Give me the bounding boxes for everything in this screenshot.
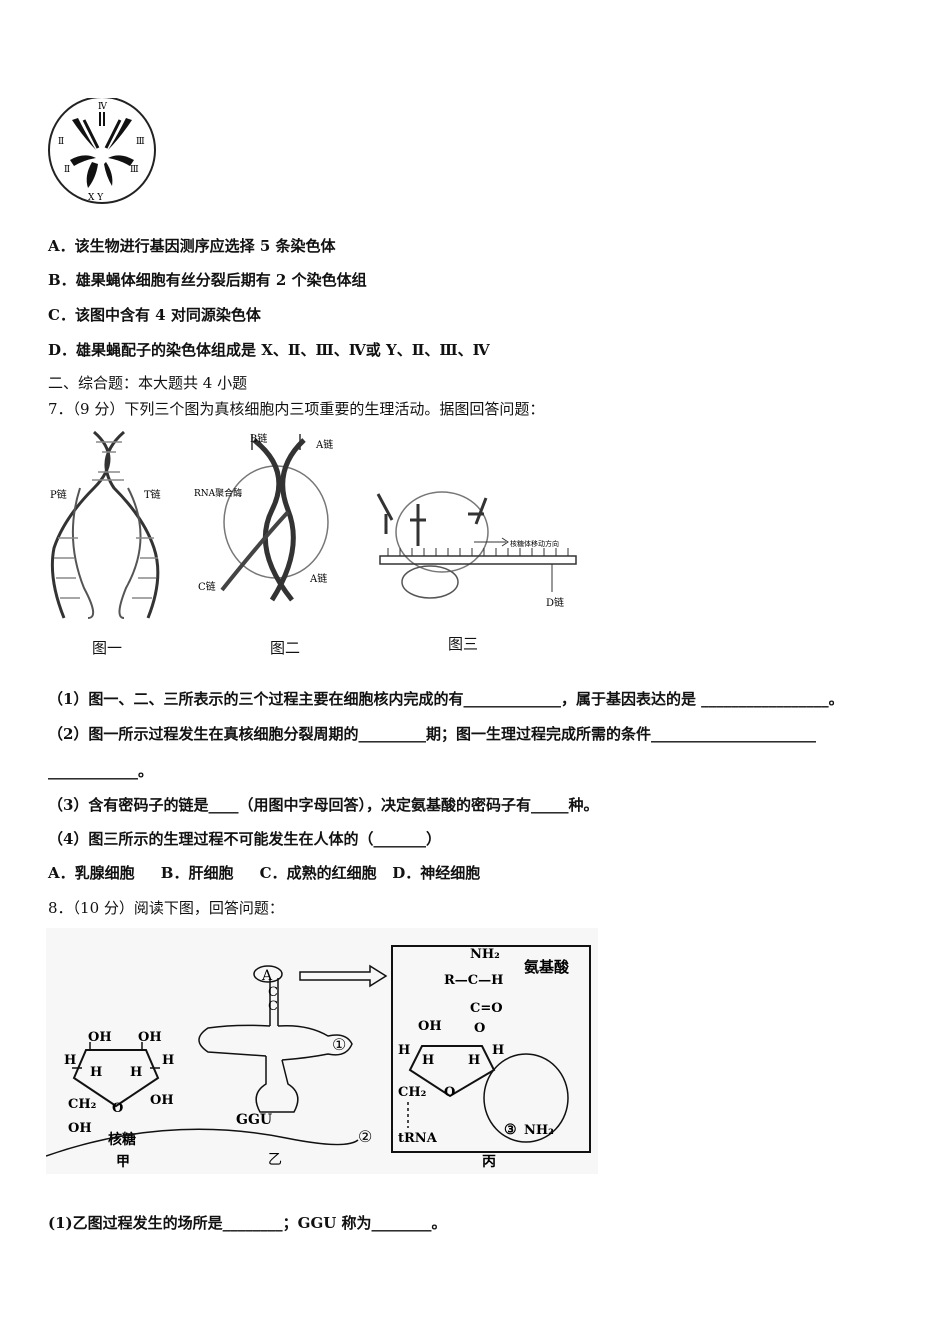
label-ii-left: Ⅱ — [58, 137, 64, 147]
svg-text:OH: OH — [88, 1030, 112, 1045]
caption-figure-2: 图二 — [270, 639, 301, 657]
figure-yi-trna: A C C GGU ① ② 乙 — [46, 964, 388, 1168]
q7-sub-3: （3）含有密码子的链是____（用图中字母回答），决定氨基酸的密码子有_____… — [48, 796, 599, 814]
label-c-chain: C链 — [198, 580, 216, 593]
label-b-chain: B链 — [250, 432, 267, 445]
q7-sub-1: （1）图一、二、三所表示的三个过程主要在细胞核内完成的有____________… — [48, 690, 844, 708]
label-iv: Ⅳ — [98, 102, 108, 112]
svg-text:H: H — [130, 1065, 142, 1080]
q7-sub-2: （2）图一所示过程发生在真核细胞分裂周期的_________期；图一生理过程完成… — [48, 725, 816, 743]
q7-option-a: A．乳腺细胞 — [48, 864, 135, 882]
svg-text:OH: OH — [138, 1030, 162, 1045]
svg-text:NH₂: NH₂ — [524, 1123, 554, 1138]
svg-text:tRNA: tRNA — [398, 1131, 438, 1146]
label-a-chain-top: A链 — [315, 438, 333, 451]
svg-text:OH: OH — [418, 1019, 442, 1034]
q8-figure: OH OH H H H H CH₂ O OH OH 核糖 甲 A C C GGU… — [46, 928, 598, 1174]
q7-options: A．乳腺细胞 B．肝细胞 C．成熟的红细胞 D．神经细胞 — [48, 863, 480, 883]
q6-option-c: C．该图中含有 4 对同源染色体 — [48, 306, 261, 324]
svg-text:O: O — [474, 1021, 485, 1036]
label-xy: X Y — [88, 193, 104, 203]
svg-text:CH₂: CH₂ — [68, 1097, 96, 1112]
q6-option-d: D．雄果蝇配子的染色体组成是 X、Ⅱ、Ⅲ、Ⅳ或 Y、Ⅱ、Ⅲ、Ⅳ — [48, 341, 490, 359]
section-2-title: 二、综合题：本大题共 4 小题 — [48, 374, 248, 392]
q7-stem: 7．（9 分）下列三个图为真核细胞内三项重要的生理活动。据图回答问题： — [48, 400, 545, 418]
svg-text:H: H — [492, 1043, 504, 1058]
svg-text:H: H — [64, 1053, 76, 1068]
q7-option-b: B．肝细胞 — [160, 864, 234, 882]
caption-figure-3: 图三 — [448, 635, 479, 653]
svg-text:H: H — [162, 1053, 174, 1068]
figure-2-transcription: B链 A链 RNA聚合酶 C链 A链 — [194, 432, 333, 602]
svg-text:H: H — [398, 1043, 410, 1058]
caption-figure-1: 图一 — [92, 639, 123, 657]
svg-text:GGU: GGU — [236, 1112, 272, 1128]
label-rna-polymerase: RNA聚合酶 — [194, 487, 242, 499]
q6-option-a: A．该生物进行基因测序应选择 5 条染色体 — [48, 237, 336, 255]
svg-text:O: O — [444, 1085, 455, 1100]
svg-text:OH: OH — [150, 1093, 174, 1108]
marker-2: ② — [358, 1127, 372, 1146]
q8-stem: 8．（10 分）阅读下图，回答问题： — [48, 899, 284, 917]
q7-sub-4: （4）图三所示的生理过程不可能发生在人体的（_______） — [48, 830, 441, 848]
q7-option-c: C．成熟的红细胞 — [259, 864, 377, 882]
svg-text:CH₂: CH₂ — [398, 1085, 426, 1100]
figure-1-dna-replication: P链 T链 — [50, 430, 161, 619]
svg-text:甲: 甲 — [116, 1154, 130, 1170]
svg-text:R—C—H: R—C—H — [444, 973, 503, 988]
svg-text:乙: 乙 — [268, 1152, 282, 1168]
svg-text:C: C — [268, 999, 278, 1014]
svg-text:C: C — [268, 985, 278, 1000]
figure-bing-aminoacyl: NH₂ R—C—H 氨基酸 C=O O OH H H H H CH₂ O tRN… — [391, 945, 591, 1170]
marker-1: ① — [332, 1035, 346, 1054]
svg-text:核糖: 核糖 — [108, 1131, 136, 1148]
label-iii-lower: Ⅲ — [130, 165, 139, 175]
q8-sub-1: (1)乙图过程发生的场所是________；GGU 称为________。 — [48, 1214, 447, 1232]
marker-3: ③ — [504, 1122, 517, 1138]
q7-option-d: D．神经细胞 — [392, 864, 481, 882]
svg-text:O: O — [112, 1101, 123, 1116]
figure-3-translation: 核糖体移动方向 D链 — [376, 491, 577, 609]
q6-option-b: B．雄果蝇体细胞有丝分裂后期有 2 个染色体组 — [48, 271, 367, 289]
label-ii-lower: Ⅱ — [64, 165, 70, 175]
q7-sub-2-cont: ____________。 — [48, 762, 154, 780]
svg-text:NH₂: NH₂ — [470, 947, 500, 962]
svg-text:H: H — [422, 1053, 434, 1068]
svg-text:C=O: C=O — [470, 1001, 503, 1016]
label-a-chain-bottom: A链 — [309, 572, 327, 585]
svg-text:OH: OH — [68, 1121, 92, 1136]
label-p-chain: P链 — [50, 488, 67, 501]
svg-text:H: H — [90, 1065, 102, 1080]
svg-text:丙: 丙 — [482, 1154, 496, 1170]
chromosome-karyotype-figure: Ⅳ Ⅱ Ⅲ Ⅱ Ⅲ X Y — [48, 98, 156, 204]
label-d-chain: D链 — [546, 596, 564, 609]
svg-text:H: H — [468, 1053, 480, 1068]
svg-text:A: A — [261, 968, 273, 984]
label-t-chain: T链 — [144, 488, 161, 501]
label-iii-right: Ⅲ — [136, 137, 145, 147]
label-ribosome-direction: 核糖体移动方向 — [510, 539, 559, 548]
svg-text:氨基酸: 氨基酸 — [524, 958, 570, 976]
figure-jia-ribose: OH OH H H H H CH₂ O OH OH 核糖 甲 — [64, 1030, 174, 1170]
